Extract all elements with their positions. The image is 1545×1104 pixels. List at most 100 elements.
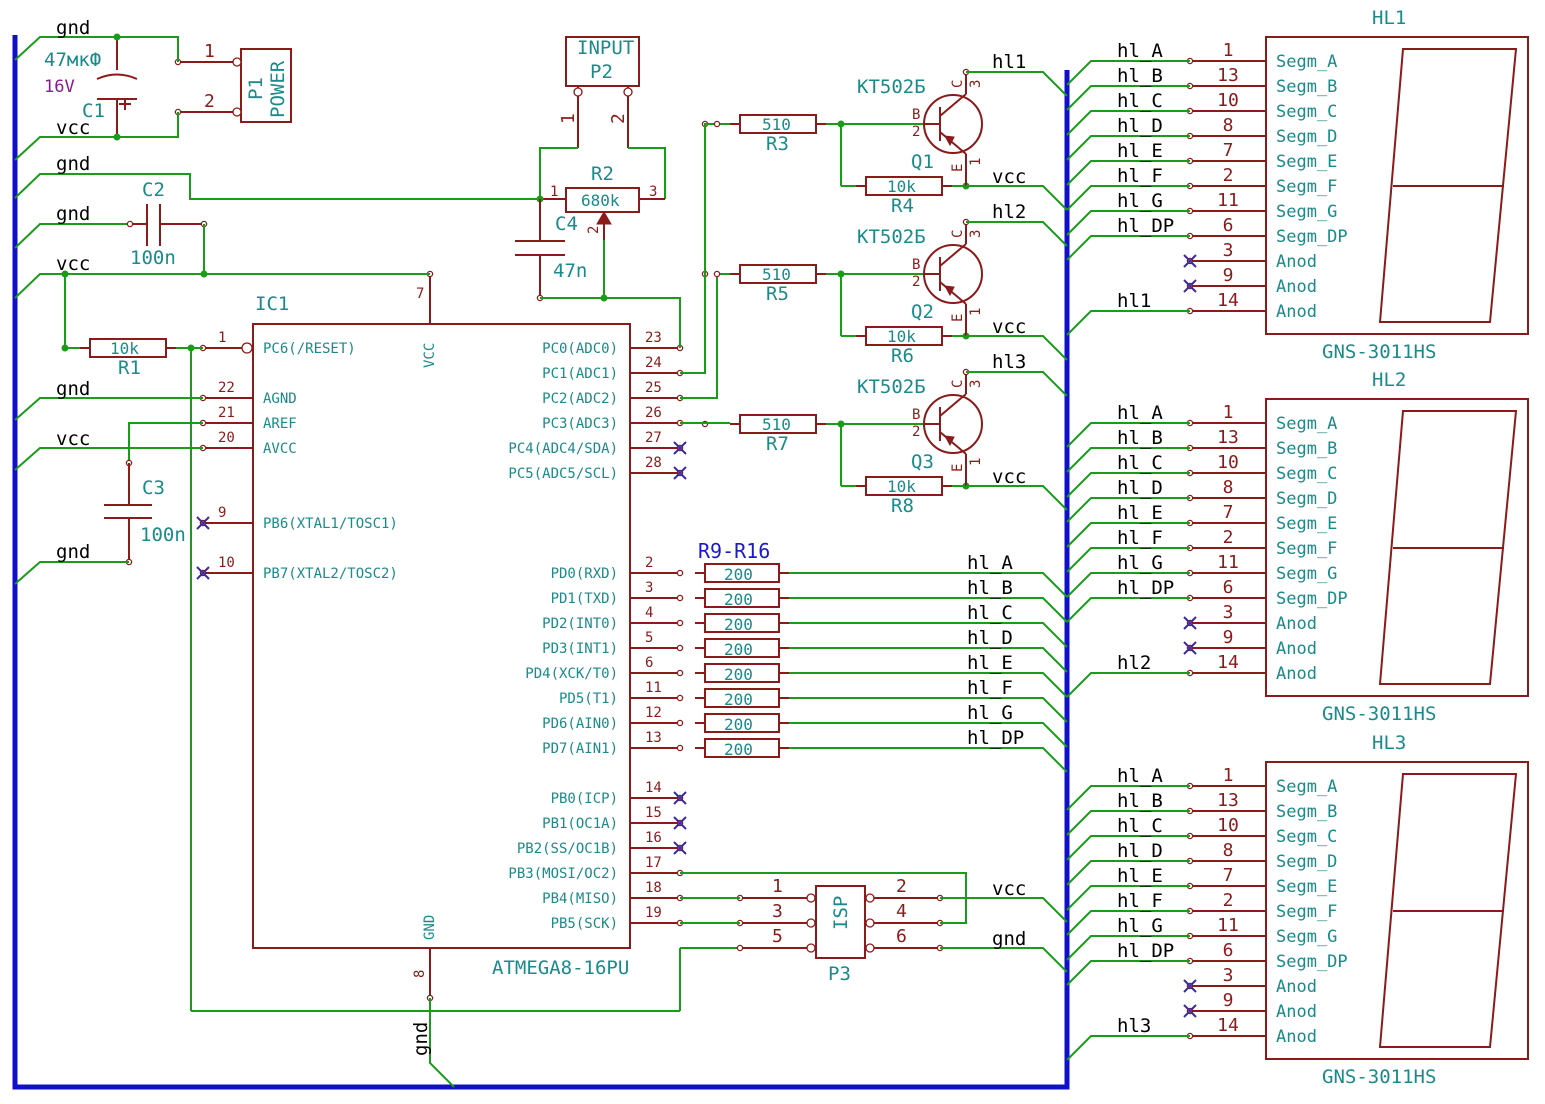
display-segment-wire bbox=[1066, 597, 1190, 623]
display-segment-wire bbox=[1066, 785, 1190, 811]
mcu-right-pin-num: 18 bbox=[645, 880, 662, 896]
isp-left-pin bbox=[806, 893, 816, 903]
transistor-ref: Q1 bbox=[911, 151, 934, 173]
display-segment-wire bbox=[1066, 447, 1190, 473]
pot-wiper-arrow bbox=[596, 211, 612, 225]
segment-wire bbox=[789, 572, 1068, 598]
display-segment-wire bbox=[1066, 572, 1190, 598]
pull-resistor bbox=[865, 326, 943, 346]
display-pin-num: 1 bbox=[1223, 765, 1234, 786]
segment-wire bbox=[789, 647, 1068, 673]
transistor-c-label: C bbox=[950, 80, 966, 88]
display-net-label: hl_E bbox=[1117, 502, 1163, 524]
net-label-gnd: gnd bbox=[56, 203, 90, 225]
mcu-right-pin-num: 5 bbox=[645, 630, 653, 646]
transistor-b-num: 2 bbox=[912, 274, 920, 290]
display-pin-num: 2 bbox=[1223, 890, 1234, 911]
collector-net-wire bbox=[966, 371, 1068, 397]
vcc-rail bbox=[14, 273, 430, 299]
mcu-right-pin-name: PD6(AIN0) bbox=[542, 716, 618, 732]
transistor-value: КТ502Б bbox=[857, 376, 926, 398]
pot-pin2: 2 bbox=[586, 226, 602, 234]
gnd-to-pot bbox=[14, 173, 540, 200]
inverted-pin-bubble bbox=[241, 342, 253, 354]
display-segment-wire bbox=[1066, 960, 1190, 986]
mcu-right-pin-name: PB1(OC1A) bbox=[542, 816, 618, 832]
net-label-gnd: gnd bbox=[56, 541, 90, 563]
mcu-right-pin-num: 15 bbox=[645, 805, 662, 821]
display-net-label: hl_C bbox=[1117, 815, 1163, 837]
p2-ref: P2 bbox=[590, 61, 613, 83]
mcu-right-pin-name: PB3(MOSI/OC2) bbox=[508, 866, 618, 882]
segment-wire bbox=[789, 697, 1068, 723]
pot-pin3: 3 bbox=[649, 184, 657, 200]
display-pin-name: Segm_G bbox=[1276, 927, 1337, 947]
mcu-left-pin-num: 9 bbox=[218, 505, 226, 521]
net-label-gnd: gnd bbox=[410, 1022, 432, 1056]
net-label-segment: hl_B bbox=[967, 577, 1013, 599]
isp-left-pin bbox=[806, 918, 816, 928]
segment-resistor bbox=[704, 588, 780, 608]
net-label-gnd: gnd bbox=[992, 928, 1026, 950]
display-pin-num: 11 bbox=[1217, 552, 1239, 573]
net-label-vcc: vcc bbox=[992, 166, 1026, 188]
segment-res-value: 200 bbox=[724, 740, 753, 759]
display-pin-num: 13 bbox=[1217, 65, 1239, 86]
display-pin-num: 13 bbox=[1217, 790, 1239, 811]
net-label-vcc: vcc bbox=[992, 878, 1026, 900]
display-pin-num: 3 bbox=[1223, 965, 1234, 986]
mcu-value: ATMEGA8-16PU bbox=[492, 957, 629, 979]
base-res-value: 510 bbox=[762, 115, 791, 134]
isp-ref: P3 bbox=[828, 963, 851, 985]
mcu-right-pin-num: 16 bbox=[645, 830, 662, 846]
net-label-segment: hl_F bbox=[967, 677, 1013, 699]
display-pin-name: Segm_DP bbox=[1276, 227, 1348, 247]
display-net-label: hl_B bbox=[1117, 790, 1163, 812]
isp-right-pin bbox=[865, 918, 875, 928]
pot-pin1: 1 bbox=[550, 184, 558, 200]
isp-value: ISP bbox=[830, 896, 852, 930]
mcu-right-pin-name: PC4(ADC4/SDA) bbox=[508, 441, 618, 457]
display-pin-num: 10 bbox=[1217, 90, 1239, 111]
pot-ref: R2 bbox=[591, 163, 614, 185]
net-label-segment: hl_E bbox=[967, 652, 1013, 674]
display-segment-wire bbox=[1066, 160, 1190, 186]
mcu-right-pin-num: 23 bbox=[645, 330, 662, 346]
c1-curved-plate bbox=[96, 73, 138, 80]
pc1-route bbox=[680, 123, 730, 374]
no-connect-mark bbox=[1183, 641, 1197, 655]
display-segment-wire bbox=[1066, 60, 1190, 86]
mcu-gnd-pin-num: 8 bbox=[412, 970, 428, 978]
net-label-vcc: vcc bbox=[56, 253, 90, 275]
no-connect-stroke bbox=[1183, 616, 1197, 630]
p2-pin1 bbox=[573, 87, 583, 97]
mcu-right-pin-num: 4 bbox=[645, 605, 653, 621]
emitter-vcc-wire bbox=[966, 185, 1068, 211]
isp-right-pin bbox=[865, 893, 875, 903]
transistor-e-label: E bbox=[950, 314, 966, 322]
isp-vcc-wire bbox=[940, 897, 1068, 923]
segment-wire bbox=[789, 672, 1068, 698]
mcu-right-pin-name: PB2(SS/OC1B) bbox=[517, 841, 618, 857]
collector-net-wire bbox=[966, 71, 1068, 97]
display-ref: HL2 bbox=[1372, 369, 1406, 391]
net-label-hl: hl3 bbox=[992, 351, 1026, 373]
base-resistor bbox=[739, 114, 817, 134]
display-pin-name: Segm_F bbox=[1276, 177, 1337, 197]
mcu-gnd-pin-name: GND bbox=[422, 915, 438, 940]
display-pin-num: 8 bbox=[1223, 115, 1234, 136]
base-res-ref: R5 bbox=[766, 283, 789, 305]
display-ref: HL1 bbox=[1372, 7, 1406, 29]
pin-end bbox=[676, 644, 684, 652]
no-connect-mark bbox=[196, 566, 210, 580]
isp-right-pin-num: 2 bbox=[896, 876, 907, 897]
mcu-left-pin-name: AGND bbox=[263, 391, 297, 407]
net-label-segment: hl_G bbox=[967, 702, 1013, 724]
display-net-label: hl_B bbox=[1117, 65, 1163, 87]
segment-res-value: 200 bbox=[724, 590, 753, 609]
display-anode-net-label: hl3 bbox=[1117, 1015, 1151, 1037]
display-segment-wire bbox=[1066, 885, 1190, 911]
mcu-right-pin-num: 14 bbox=[645, 780, 662, 796]
pin-end bbox=[126, 220, 134, 228]
